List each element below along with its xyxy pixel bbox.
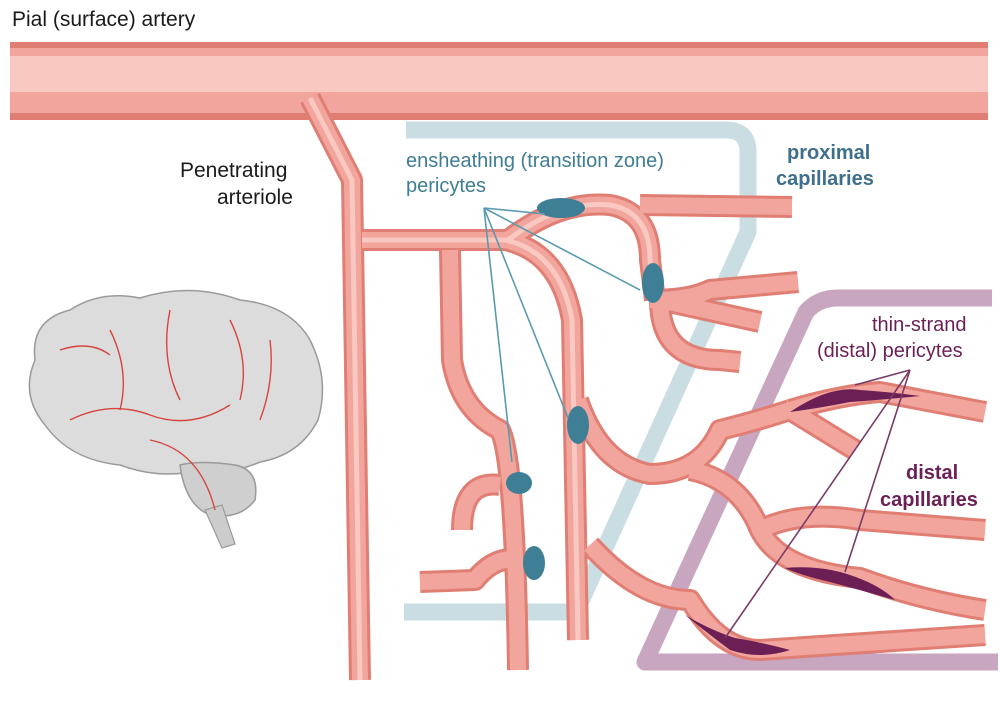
distal-capillaries-label-line1: distal (906, 462, 959, 484)
proximal-capillaries-label-line2: capillaries (776, 168, 874, 190)
penetrating-arteriole-label-line1: Penetrating (180, 159, 288, 182)
thin-strand-pericytes-label-line2: (distal) pericytes (817, 340, 963, 362)
ensheathing-pericytes-label-line2: pericytes (406, 175, 487, 197)
vessel-network (300, 92, 988, 681)
ensheathing-pericyte-icon (506, 198, 664, 580)
thin-strand-pericyte-icon (685, 389, 920, 655)
pial-artery (10, 42, 988, 120)
distal-capillaries-label-line2: capillaries (880, 489, 978, 511)
ensheathing-pointer-lines (483, 207, 641, 463)
pial-artery-label: Pial (surface) artery (12, 8, 196, 31)
thin-strand-pericytes-label-line1: thin-strand (872, 314, 967, 336)
proximal-capillaries-label-line1: proximal (787, 142, 871, 164)
ensheathing-pericytes-label-line1: ensheathing (transition zone) (406, 150, 664, 172)
penetrating-arteriole-label-line2: arteriole (217, 186, 293, 209)
brain-icon (28, 289, 324, 549)
thin-strand-pointer-lines (724, 369, 911, 639)
distal-zone-outline (636, 289, 998, 671)
